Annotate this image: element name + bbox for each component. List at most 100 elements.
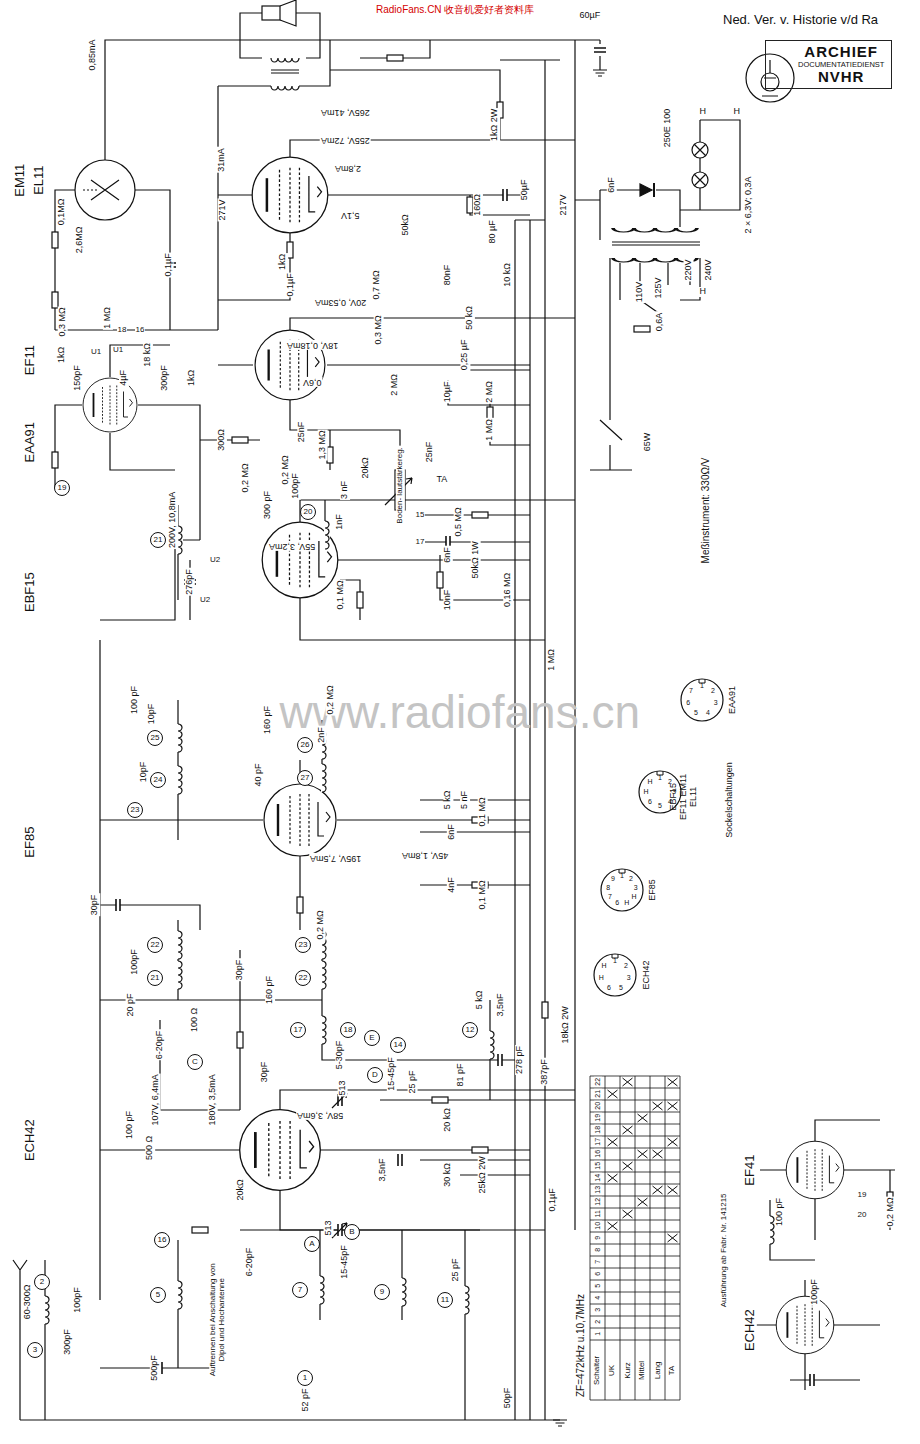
- node-text: 3: [33, 1346, 37, 1355]
- wire: [178, 500, 575, 640]
- component-value: H: [699, 107, 708, 117]
- component-value: 25 pF: [450, 1257, 460, 1282]
- wire: [55, 318, 575, 620]
- tube-symbol: [252, 157, 328, 233]
- component-value: 20: [857, 1211, 868, 1220]
- node-text: 1: [303, 1374, 307, 1383]
- component-value: 2,6MΩ: [75, 226, 85, 255]
- component-value: 5 nF: [460, 790, 470, 810]
- capacitor-symbol: [810, 1374, 814, 1386]
- component-value: 0,1µF: [163, 252, 173, 277]
- component-value: 513: [323, 1219, 333, 1236]
- wire: [100, 1000, 575, 1230]
- component-value: 25kΩ 2W: [477, 1155, 487, 1194]
- capacitor-symbol: [398, 1154, 402, 1166]
- pin-number: 5: [618, 984, 624, 992]
- component-value: 0,25 µF: [460, 339, 470, 372]
- ground-symbol: [593, 70, 607, 76]
- component-value: 30pF: [90, 894, 100, 917]
- pin-number: 2: [710, 687, 716, 695]
- pin-number: 6: [606, 984, 612, 992]
- component-value: 40 pF: [253, 762, 263, 787]
- speaker: [280, 0, 296, 26]
- table-cell: Mittel: [638, 1359, 647, 1380]
- component-value: 100pF: [291, 472, 301, 500]
- component-value: 300Ω: [217, 428, 227, 452]
- component-value: 4µF: [119, 369, 129, 387]
- table-cell: UK: [608, 1363, 617, 1376]
- component-value: 1 MΩ: [103, 306, 113, 330]
- component-value: 52 pF: [300, 1387, 310, 1412]
- coil-symbol: [321, 1016, 327, 1044]
- node-text: 19: [58, 484, 67, 493]
- component-value: 1kΩ: [278, 253, 288, 271]
- node-text: 20: [304, 508, 313, 517]
- tube-name: ECH42: [743, 1308, 757, 1352]
- component-value: 10µF: [443, 381, 453, 404]
- rectifier: [640, 184, 652, 196]
- resistor-symbol: [237, 1032, 243, 1048]
- node-text: EBF15 EF11 EM11 EL11: [669, 773, 699, 821]
- speaker: [262, 6, 280, 20]
- coil-symbol: [464, 1286, 470, 1314]
- table-cross: [608, 1078, 678, 1242]
- component-value: H: [733, 107, 742, 117]
- node-text: 21: [151, 974, 160, 983]
- component-value: 10 kΩ: [503, 262, 513, 288]
- component-value: 100 pF: [775, 1197, 785, 1227]
- component-value: 1kΩ: [57, 346, 67, 364]
- coil-symbol: [44, 1296, 50, 1324]
- callout-circle: C: [187, 1054, 203, 1070]
- component-value: 1kΩ: [187, 369, 197, 387]
- component-value: 17: [415, 538, 426, 547]
- tuning-eye: [83, 189, 99, 190]
- component-value: 0,2 MΩ: [280, 454, 290, 485]
- table-cell: 9: [594, 1235, 602, 1241]
- capacitor-symbol: [498, 1054, 502, 1066]
- fuse: [634, 326, 650, 332]
- dial-lamp: [694, 174, 706, 186]
- component-value: 81 pF: [455, 1062, 465, 1087]
- tube-name: EBF15: [23, 571, 37, 613]
- wire: [20, 40, 740, 1420]
- node-text: EF85: [648, 879, 658, 901]
- capacitor-symbol: [594, 48, 606, 52]
- component-value: 19: [857, 1191, 868, 1200]
- component-value: 25nF: [297, 421, 307, 444]
- transformer-coil: [613, 227, 697, 233]
- resistor-symbol: [52, 452, 58, 468]
- socket-outline: [681, 679, 723, 721]
- operating-point: 45V, 1,8mA: [401, 850, 449, 860]
- callout-circle: 14: [390, 1037, 406, 1053]
- component-value: 100 Ω: [190, 1007, 200, 1033]
- callout-circle: 17: [290, 1022, 306, 1038]
- operating-point: 31mA: [217, 147, 227, 173]
- table-cell: 10: [594, 1221, 602, 1231]
- component-value: 500pF: [150, 1354, 160, 1382]
- callout-circle: 5: [150, 1287, 166, 1303]
- component-value: 387pF: [540, 1058, 550, 1086]
- operating-point: 217V: [558, 193, 568, 216]
- table-cell: 7: [594, 1259, 602, 1265]
- component-value: 80 µF: [487, 219, 497, 244]
- coil-symbol: [321, 764, 327, 792]
- socket-outline: [594, 954, 636, 996]
- pin-number: 3: [713, 699, 719, 707]
- wire: [750, 1120, 895, 1390]
- node-text: 9: [380, 1288, 384, 1297]
- operating-point: 0,6V: [302, 377, 323, 387]
- pin-number: 8: [605, 884, 611, 892]
- component-value: U1: [90, 348, 102, 357]
- table-cell: Lang: [653, 1360, 662, 1380]
- operating-point: 265V, 41mA: [320, 107, 371, 117]
- callout-circle: D: [367, 1067, 383, 1083]
- dial-lamp: [694, 144, 706, 156]
- component-value: 30 kΩ: [443, 1162, 453, 1188]
- pin-number: 9: [610, 875, 616, 883]
- component-value: 110V: [635, 281, 645, 303]
- table-cell: 3: [594, 1307, 602, 1313]
- component-value: 6-20pF: [245, 1247, 255, 1278]
- component-value: 0,2 MΩ: [315, 909, 325, 940]
- component-value: 2nF: [317, 726, 327, 744]
- operating-point: ZF=472kHz u.10,7MHz: [575, 1292, 586, 1397]
